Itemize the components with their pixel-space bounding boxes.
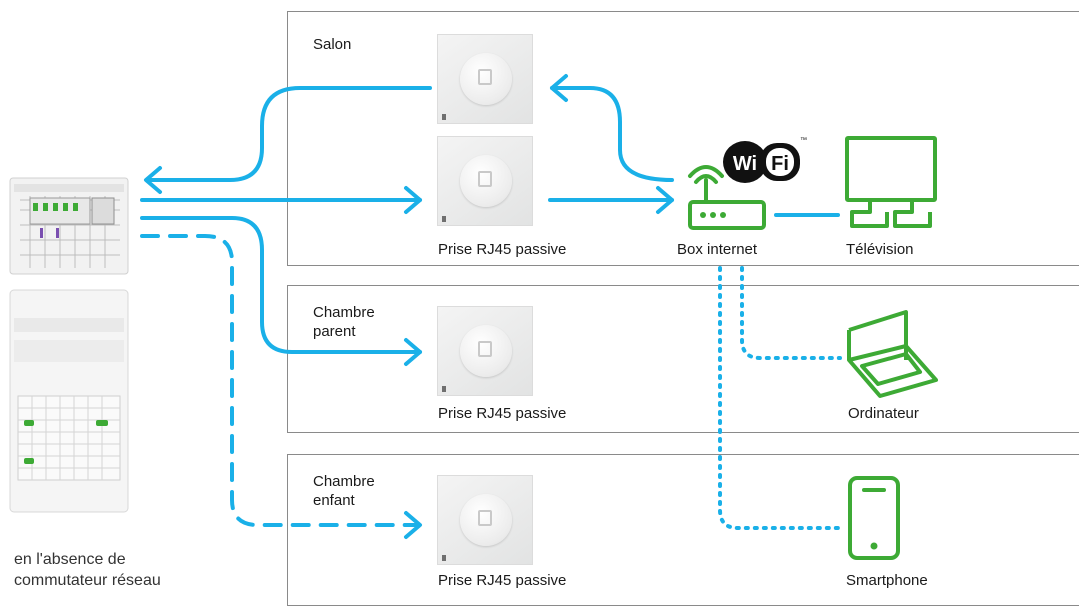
arrowhead-parent — [404, 338, 422, 366]
cable-enfant-dashed — [140, 234, 420, 527]
rj45-socket-parent — [437, 306, 533, 396]
rj45-socket-salon-top — [437, 34, 533, 124]
wifi-logo-icon: Wi Fi ™ — [723, 137, 807, 183]
cable-parent — [140, 216, 422, 354]
label-socket-parent: Prise RJ45 passive — [438, 405, 567, 422]
arrowhead-panel — [144, 166, 162, 194]
cable-box-to-socket-top — [550, 86, 674, 182]
label-box-internet: Box internet — [677, 241, 758, 258]
room-label-chambre-enfant: Chambre enfant — [313, 473, 375, 509]
arrowhead-box — [656, 186, 674, 214]
label-ordinateur: Ordinateur — [848, 405, 919, 422]
laptop-icon — [847, 310, 938, 398]
arrowhead-salon — [404, 186, 422, 214]
note-no-switch: en l'absence de commutateur réseau — [14, 551, 161, 589]
electrical-panel — [9, 177, 129, 513]
rj45-socket-enfant — [437, 475, 533, 565]
label-socket-enfant: Prise RJ45 passive — [438, 572, 567, 589]
label-television: Télévision — [846, 241, 914, 258]
wifi-link-phone — [718, 266, 842, 530]
router-icon — [688, 165, 766, 230]
cable-salon-return — [146, 86, 432, 182]
room-label-salon: Salon — [313, 36, 352, 53]
svg-text:™: ™ — [800, 137, 807, 144]
smartphone-icon — [848, 476, 900, 560]
svg-text:Fi: Fi — [771, 153, 789, 175]
room-chambre-enfant — [287, 454, 1079, 606]
room-chambre-parent — [287, 285, 1079, 433]
arrowhead-enfant — [404, 511, 422, 539]
room-salon — [287, 11, 1079, 266]
rj45-socket-salon — [437, 136, 533, 226]
svg-text:Wi: Wi — [733, 153, 757, 175]
television-icon — [845, 136, 937, 228]
label-socket-salon: Prise RJ45 passive — [438, 241, 567, 258]
label-smartphone: Smartphone — [846, 572, 928, 589]
arrowhead-socket-top — [550, 74, 568, 102]
room-label-chambre-parent: Chambre parent — [313, 304, 375, 340]
wifi-link-computer — [740, 266, 842, 360]
